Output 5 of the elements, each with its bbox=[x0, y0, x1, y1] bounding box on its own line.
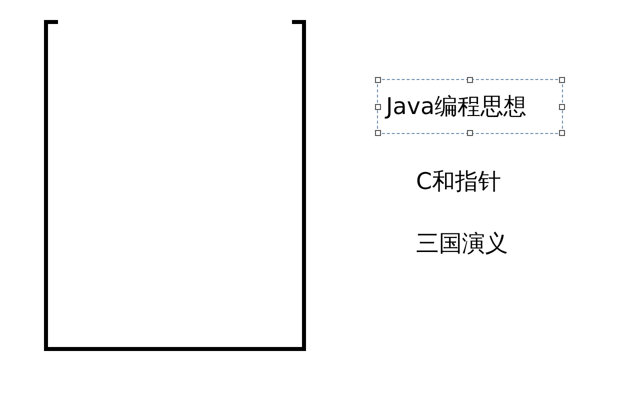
book-title: C和指针 bbox=[416, 168, 502, 197]
book-title: 三国演义 bbox=[416, 230, 508, 259]
selection-box bbox=[377, 79, 563, 134]
book-title: Java编程思想 bbox=[386, 93, 527, 122]
stack-container bbox=[44, 20, 306, 351]
